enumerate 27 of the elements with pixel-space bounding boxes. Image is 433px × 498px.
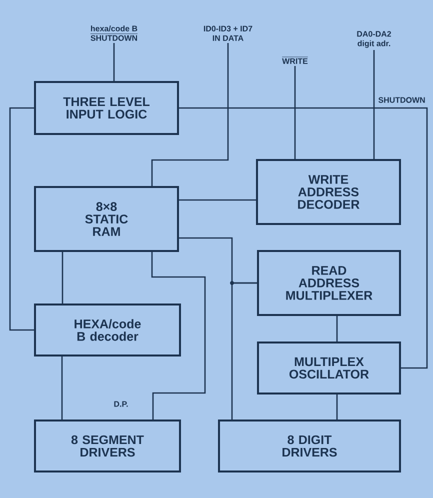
connector-line — [336, 316, 338, 343]
connector-line — [179, 107, 428, 369]
block-box: HEXA/code B decoder — [34, 304, 181, 356]
block-box: WRITE ADDRESS DECODER — [256, 159, 401, 225]
edge-label: D.P. — [112, 400, 130, 408]
connector-line — [336, 394, 338, 422]
block-box: 8×8 STATIC RAM — [34, 186, 179, 252]
connector-line — [179, 199, 257, 201]
connector-line — [230, 281, 257, 420]
connector-line — [151, 43, 229, 187]
block-box: THREE LEVEL INPUT LOGIC — [34, 81, 179, 135]
connector-line — [151, 252, 206, 420]
connector-line — [9, 107, 34, 331]
signal-label: WRITE — [282, 56, 308, 64]
connector-line — [62, 252, 64, 305]
connector-line — [113, 43, 115, 81]
connector-line — [373, 50, 375, 159]
signal-label: hexa/code B SHUTDOWN — [90, 25, 138, 41]
connector-line — [294, 66, 296, 159]
signal-label: ID0-ID3 + ID7 IN DATA — [204, 26, 252, 41]
block-box: 8 SEGMENT DRIVERS — [34, 420, 181, 472]
signal-label: DA0-DA2 digit adr. — [357, 31, 391, 48]
block-box: 8 DIGIT DRIVERS — [218, 420, 401, 472]
block-box: READ ADDRESS MULTIPLEXER — [257, 250, 401, 316]
edge-label: SHUTDOWN — [377, 96, 426, 104]
connector-line — [61, 356, 63, 422]
block-box: MULTIPLEX OSCILLATOR — [257, 342, 401, 394]
